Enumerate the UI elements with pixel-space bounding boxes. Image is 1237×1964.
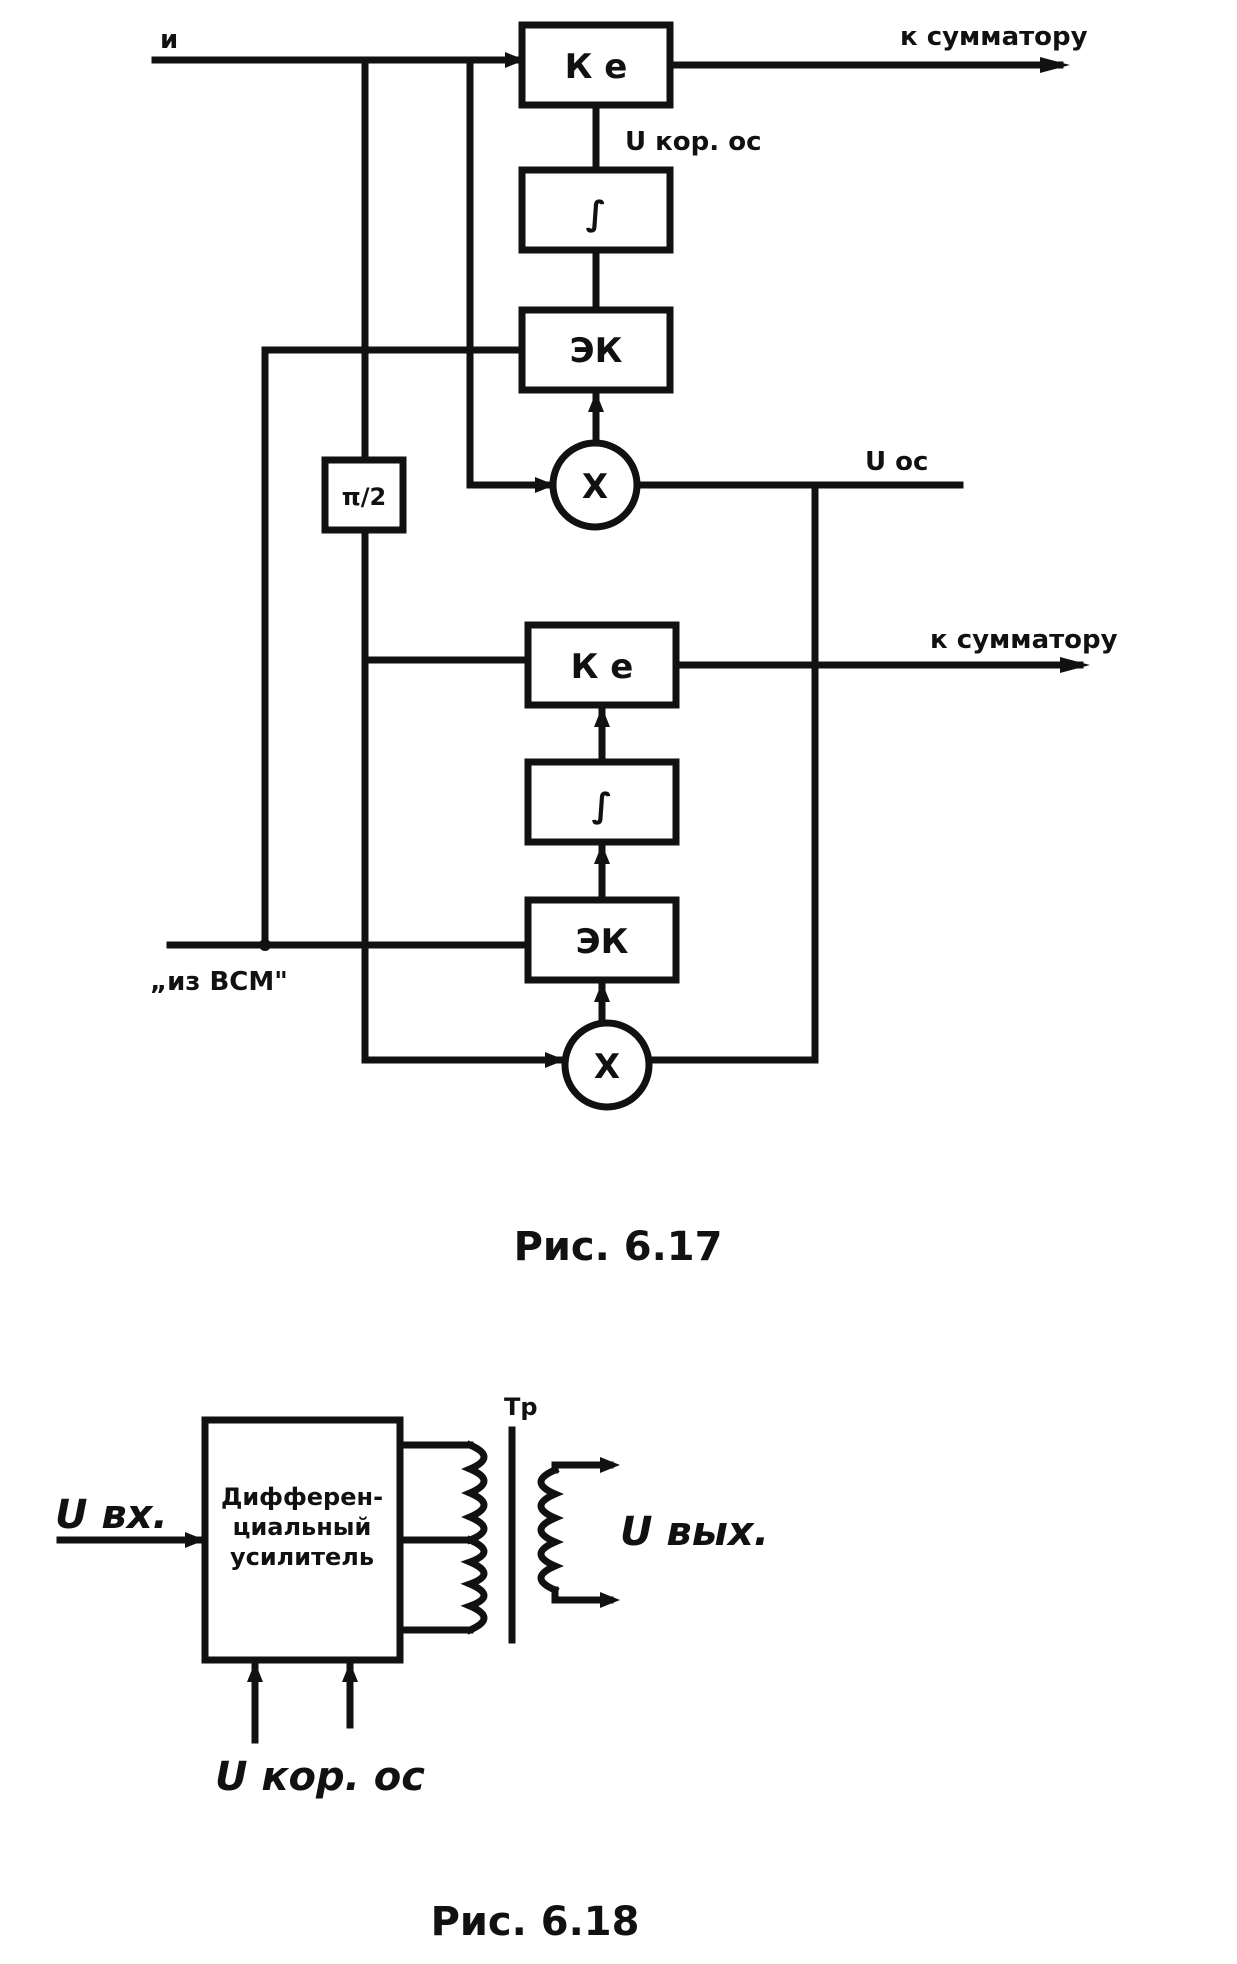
integrator-label-top: ∫	[586, 194, 607, 234]
arrow-out-bottom	[600, 1592, 620, 1608]
arrow-into-ke-top	[505, 52, 525, 68]
arrow-u-kor-left	[247, 1662, 263, 1682]
integrator-label-bottom: ∫	[592, 786, 613, 826]
mult-label-top: X	[582, 467, 608, 507]
arrow-into-int-bottom	[594, 844, 610, 864]
ke-label-bottom: К е	[571, 647, 634, 687]
phase-shifter-box	[321, 456, 407, 534]
input-top-label: и	[160, 25, 178, 55]
u-kor-label-top: U кор. ос	[625, 127, 762, 157]
input-vsm-label: „из ВСМ"	[150, 967, 288, 997]
figure-6-17: и К е ∫ ЭК X U кор. ос к сумматору U ос …	[150, 21, 1118, 1270]
mult-label-bottom: X	[594, 1047, 620, 1087]
diff-amp-text-line3: усилитель	[230, 1543, 374, 1571]
u-kor-label-fig18: U кор. ос	[215, 1754, 425, 1800]
u-out-label: U вых.	[620, 1509, 769, 1555]
secondary-winding	[537, 1465, 564, 1595]
caption-fig-6-17: Рис. 6.17	[514, 1224, 723, 1270]
arrow-into-ke-bottom	[594, 707, 610, 727]
arrow-into-mult-bottom	[545, 1052, 565, 1068]
ek-label-top: ЭК	[570, 331, 623, 371]
transformer-label: Тр	[504, 1393, 538, 1421]
arrow-u-in	[185, 1532, 205, 1548]
multiplier-bottom	[561, 1019, 653, 1111]
junction-vsm	[259, 939, 271, 951]
arrow-out-top	[600, 1457, 620, 1473]
integrator-box-top	[518, 166, 674, 254]
arrow-u-kor-right	[342, 1662, 358, 1682]
output-label-bottom: к сумматору	[930, 625, 1118, 655]
arrow-into-mult-top	[535, 477, 555, 493]
arrow-output-bottom	[1060, 657, 1090, 673]
output-label-top: к сумматору	[900, 22, 1088, 52]
diff-amplifier-box	[201, 1416, 404, 1664]
ek-box-top	[518, 306, 674, 394]
caption-fig-6-18: Рис. 6.18	[431, 1899, 640, 1945]
arrow-into-ek-bottom	[594, 982, 610, 1002]
primary-winding	[460, 1440, 488, 1635]
diff-amp-text-line2: циальный	[233, 1513, 372, 1541]
arrow-output-top	[1040, 57, 1070, 73]
ke-label-top: К е	[565, 47, 628, 87]
u-os-label: U ос	[865, 447, 928, 477]
diff-amp-text-line1: Дифферен-	[221, 1483, 383, 1511]
arrow-into-ek-top	[588, 392, 604, 412]
u-in-label: U вх.	[55, 1492, 168, 1538]
ek-box-bottom	[524, 896, 680, 984]
phase-shifter-label: π/2	[342, 483, 386, 511]
ek-label-bottom: ЭК	[576, 922, 629, 962]
figure-6-18: Дифферен- циальный усилитель U вх. U кор…	[55, 1393, 769, 1945]
